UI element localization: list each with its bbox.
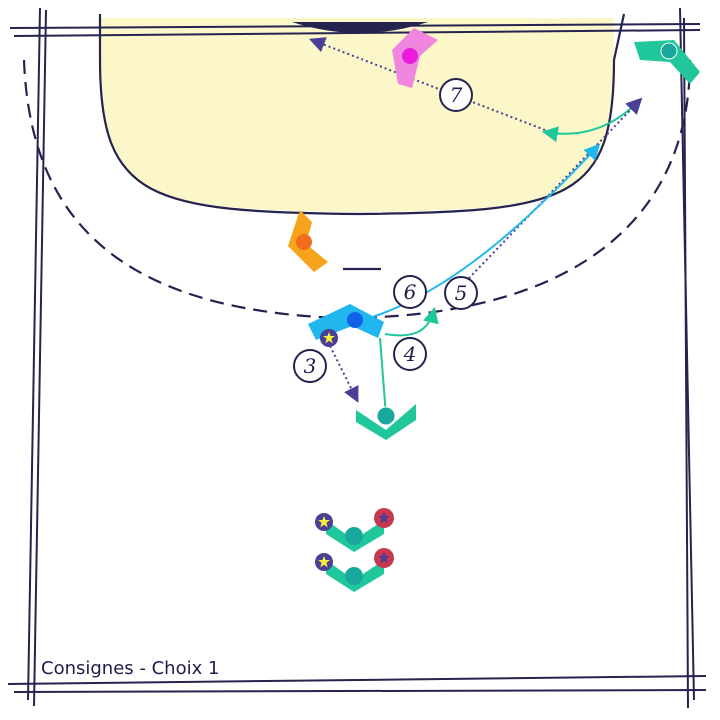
goal-area-fill (100, 18, 614, 212)
step-badge-5: 5 (444, 276, 478, 310)
star-icon (374, 548, 394, 568)
step-badge-3: 3 (293, 349, 327, 383)
star-icon (374, 508, 394, 528)
star-icon (320, 329, 338, 347)
pass-arrow-3 (329, 345, 359, 403)
svg-text:3: 3 (304, 354, 317, 378)
pass-arrow-5 (447, 97, 643, 301)
star-icon (315, 513, 333, 531)
chevron-player-icon (634, 40, 700, 84)
step-badge-6: 6 (393, 275, 427, 309)
chevron-player-icon (356, 404, 416, 440)
nine-meter-line (22, 59, 692, 320)
chevron-player-icon (326, 520, 384, 552)
run-arrow-6 (355, 143, 601, 323)
run-arrow-4 (384, 306, 439, 337)
svg-text:4: 4 (403, 342, 417, 366)
chevron-player-icon (308, 304, 384, 340)
svg-text:7: 7 (450, 83, 463, 107)
chevron-player-icon (326, 560, 384, 592)
star-icon (315, 553, 333, 571)
svg-text:5: 5 (455, 281, 468, 305)
goalkeeper-icon (392, 28, 438, 88)
goal (292, 22, 428, 33)
pass-arrow-7 (309, 37, 546, 131)
link-line (379, 337, 387, 417)
defender-orange-icon (288, 210, 328, 272)
svg-text:6: 6 (404, 280, 417, 304)
step-badge-7: 7 (439, 78, 473, 112)
step-badge-4: 4 (393, 337, 427, 371)
caption: Consignes - Choix 1 (41, 658, 220, 679)
